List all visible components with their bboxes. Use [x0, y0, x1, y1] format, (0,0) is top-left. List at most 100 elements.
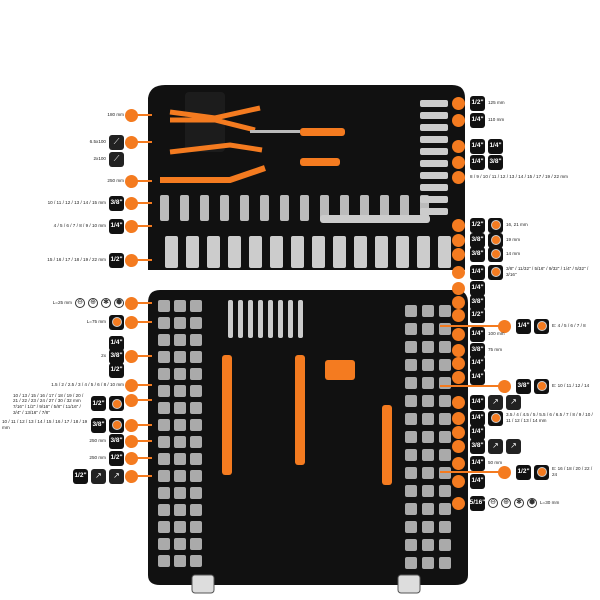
socket — [340, 195, 349, 221]
socket-icon — [488, 264, 503, 280]
callout-line — [455, 253, 458, 255]
drive-size-badge: 1/4" — [470, 355, 485, 371]
socket — [174, 385, 186, 397]
socket-icon — [109, 314, 124, 330]
callout-dot — [451, 356, 465, 370]
callout-line — [455, 376, 458, 378]
socket — [240, 195, 249, 221]
callout-dot — [451, 439, 465, 453]
socket — [165, 236, 178, 268]
socket — [405, 467, 417, 479]
socket — [439, 341, 451, 353]
callout-line — [131, 141, 152, 143]
callout-text: 110 mm — [488, 117, 505, 123]
socket — [158, 521, 170, 533]
socket — [320, 195, 329, 221]
socket — [260, 195, 269, 221]
callout-dot — [451, 308, 465, 322]
drive-size-badge: 1/4" — [470, 369, 485, 385]
bit-type-icon: ✱ — [101, 298, 111, 308]
socket — [439, 557, 451, 569]
socket — [190, 487, 202, 499]
socket — [333, 236, 346, 268]
left-callout: 1.5 / 2 / 2.5 / 3 / 4 / 5 / 6 / 8 / 10 m… — [51, 378, 124, 393]
right-callout: 1/4"1/4" — [470, 138, 506, 154]
socket — [174, 504, 186, 516]
socket — [420, 100, 448, 107]
drive-size-badge: 1/2" — [73, 468, 88, 484]
socket — [158, 351, 170, 363]
callout-text: 250 mm — [107, 178, 124, 184]
socket — [190, 300, 202, 312]
callout-line — [455, 502, 458, 504]
callout-text: 75 mm — [488, 347, 503, 353]
callout-dot — [451, 370, 465, 384]
socket — [422, 305, 434, 317]
socket — [238, 300, 243, 338]
socket — [190, 555, 202, 567]
socket — [439, 395, 451, 407]
callout-dot — [451, 496, 465, 510]
socket — [158, 385, 170, 397]
drive-size-badge: 3/8" — [109, 433, 124, 449]
right-callout: 1/4" — [470, 369, 488, 385]
socket — [422, 413, 434, 425]
drive-size-badge: 1/4" — [470, 410, 485, 426]
callout-text: E: 16 / 18 / 20 / 22 / 24 — [552, 466, 593, 477]
left-callout: L=25 mm⊖⊕✱⬢ — [53, 296, 124, 311]
drive-size-badge: 3/8" — [470, 246, 485, 262]
socket — [268, 300, 273, 338]
socket — [380, 195, 389, 221]
socket — [174, 419, 186, 431]
socket — [174, 368, 186, 380]
bit-type-icon: ⬢ — [527, 498, 537, 508]
callout-dot — [451, 113, 465, 127]
socket — [190, 538, 202, 550]
drive-size-badge: 1/4" — [470, 394, 485, 410]
drive-size-badge: 1/4" — [109, 335, 124, 351]
right-callout: 8 / 9 / 10 / 11 / 12 / 13 / 14 / 15 / 17… — [470, 170, 568, 185]
callout-text: 180 mm — [107, 112, 124, 118]
socket — [422, 431, 434, 443]
socket — [190, 317, 202, 329]
ratchet-icon: ↗ — [91, 468, 106, 484]
socket — [439, 431, 451, 443]
callout-line — [455, 224, 458, 226]
socket — [174, 402, 186, 414]
callout-dot — [451, 155, 465, 169]
socket — [422, 359, 434, 371]
socket — [190, 453, 202, 465]
callout-line — [455, 287, 458, 289]
wrenches — [320, 215, 430, 223]
ratchet-icon: ↗ — [506, 394, 521, 410]
socket-icon — [488, 246, 503, 262]
callout-line — [131, 202, 152, 204]
callout-dot — [451, 139, 465, 153]
callout-line — [455, 314, 458, 316]
right-callout: 3/8"19 mm — [470, 232, 520, 248]
callout-dot — [451, 343, 465, 357]
right-callout: 1/4"3/8" / 11/32" / 5/16" / 9/32" / 1/4"… — [470, 264, 596, 280]
callout-line — [455, 417, 458, 419]
socket — [405, 323, 417, 335]
drive-size-badge: 1/2" — [470, 95, 485, 111]
screwdrivers — [250, 128, 345, 166]
socket — [422, 485, 434, 497]
socket — [396, 236, 409, 268]
socket — [174, 436, 186, 448]
right-callout: 5/16"⊖⊕✱⬢L=30 mm — [470, 495, 559, 511]
socket — [422, 449, 434, 461]
socket-icon — [488, 217, 503, 233]
drive-size-badge: 1/4" — [470, 326, 485, 342]
right-callout: 3/8"E: 10 / 11 / 12 / 14 — [516, 378, 589, 394]
sockets — [158, 100, 451, 569]
drive-size-badge: 1/2" — [91, 396, 106, 412]
callout-dot — [451, 170, 465, 184]
socket — [405, 485, 417, 497]
socket — [158, 555, 170, 567]
pliers — [160, 105, 266, 183]
drive-size-badge: 1/4" — [470, 138, 485, 154]
socket-icon — [109, 396, 124, 412]
drive-size-badge: 3/8" — [516, 378, 531, 394]
